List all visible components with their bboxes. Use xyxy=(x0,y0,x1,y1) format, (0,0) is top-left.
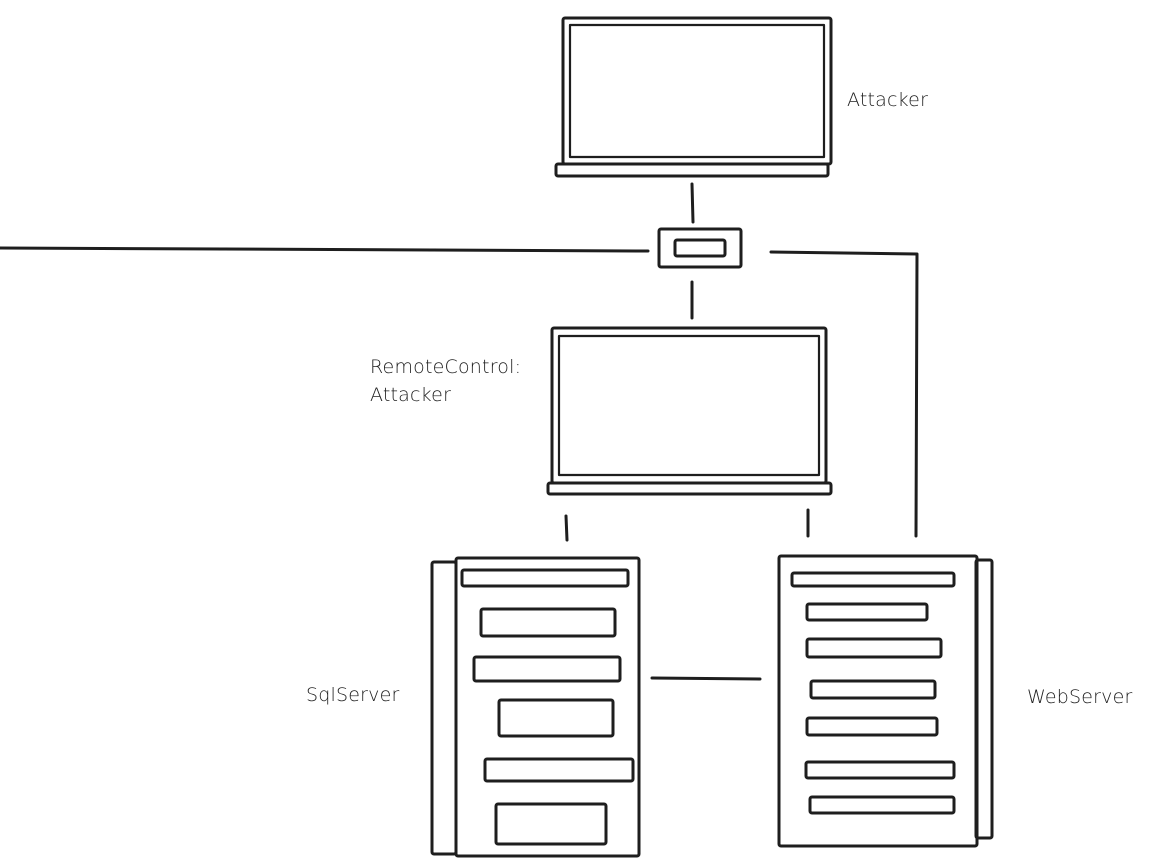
link-sqlserver-webserver xyxy=(650,676,762,681)
attacker-laptop-icon xyxy=(554,16,833,178)
remote-laptop-icon xyxy=(546,326,833,496)
link-switch-external xyxy=(0,246,650,253)
webserver-icon xyxy=(777,554,994,848)
remote-label-line1: RemoteControl: xyxy=(370,356,522,378)
webserver-label: WebServer xyxy=(1027,686,1133,708)
network-switch-icon xyxy=(657,227,743,269)
link-remote-sqlserver xyxy=(564,514,569,542)
sqlserver-label: SqlServer xyxy=(306,684,400,706)
sqlserver-icon xyxy=(430,556,641,858)
attacker-label: Attacker xyxy=(847,89,929,111)
link-switch-webserver xyxy=(769,250,919,538)
remote-label-line2: Attacker xyxy=(370,384,452,406)
link-attacker-switch xyxy=(690,182,695,224)
